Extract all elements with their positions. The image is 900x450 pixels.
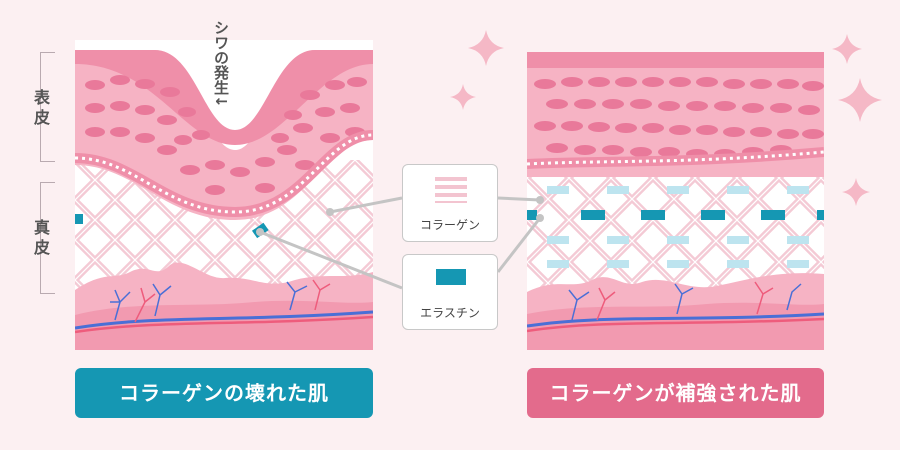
wrinkle-label: シワの発生↓	[212, 20, 230, 108]
sparkle-icon	[842, 178, 870, 206]
dermis-label: 真皮	[33, 218, 50, 257]
caption-reinforced: コラーゲンが補強された肌	[527, 368, 824, 418]
collagen-stripes-icon	[435, 177, 467, 203]
collagen-legend: コラーゲン	[402, 164, 498, 242]
sparkle-icon	[832, 34, 862, 64]
epidermis-bracket	[40, 52, 55, 162]
sparkle-icon	[468, 30, 504, 66]
sparkle-icon	[838, 78, 882, 122]
caption-damaged: コラーゲンの壊れた肌	[75, 368, 373, 418]
collagen-legend-label: コラーゲン	[419, 218, 480, 232]
down-arrow-icon: ↓	[212, 95, 230, 108]
elastin-block-icon	[436, 269, 466, 285]
elastin-legend-label: エラスチン	[420, 306, 480, 320]
dermis-bracket	[40, 182, 55, 294]
sparkle-icon	[450, 84, 476, 110]
reinforced-skin-diagram	[527, 52, 824, 350]
epidermis-label: 表皮	[33, 88, 50, 127]
elastin-legend: エラスチン	[402, 254, 498, 330]
damaged-skin-diagram	[75, 40, 373, 350]
